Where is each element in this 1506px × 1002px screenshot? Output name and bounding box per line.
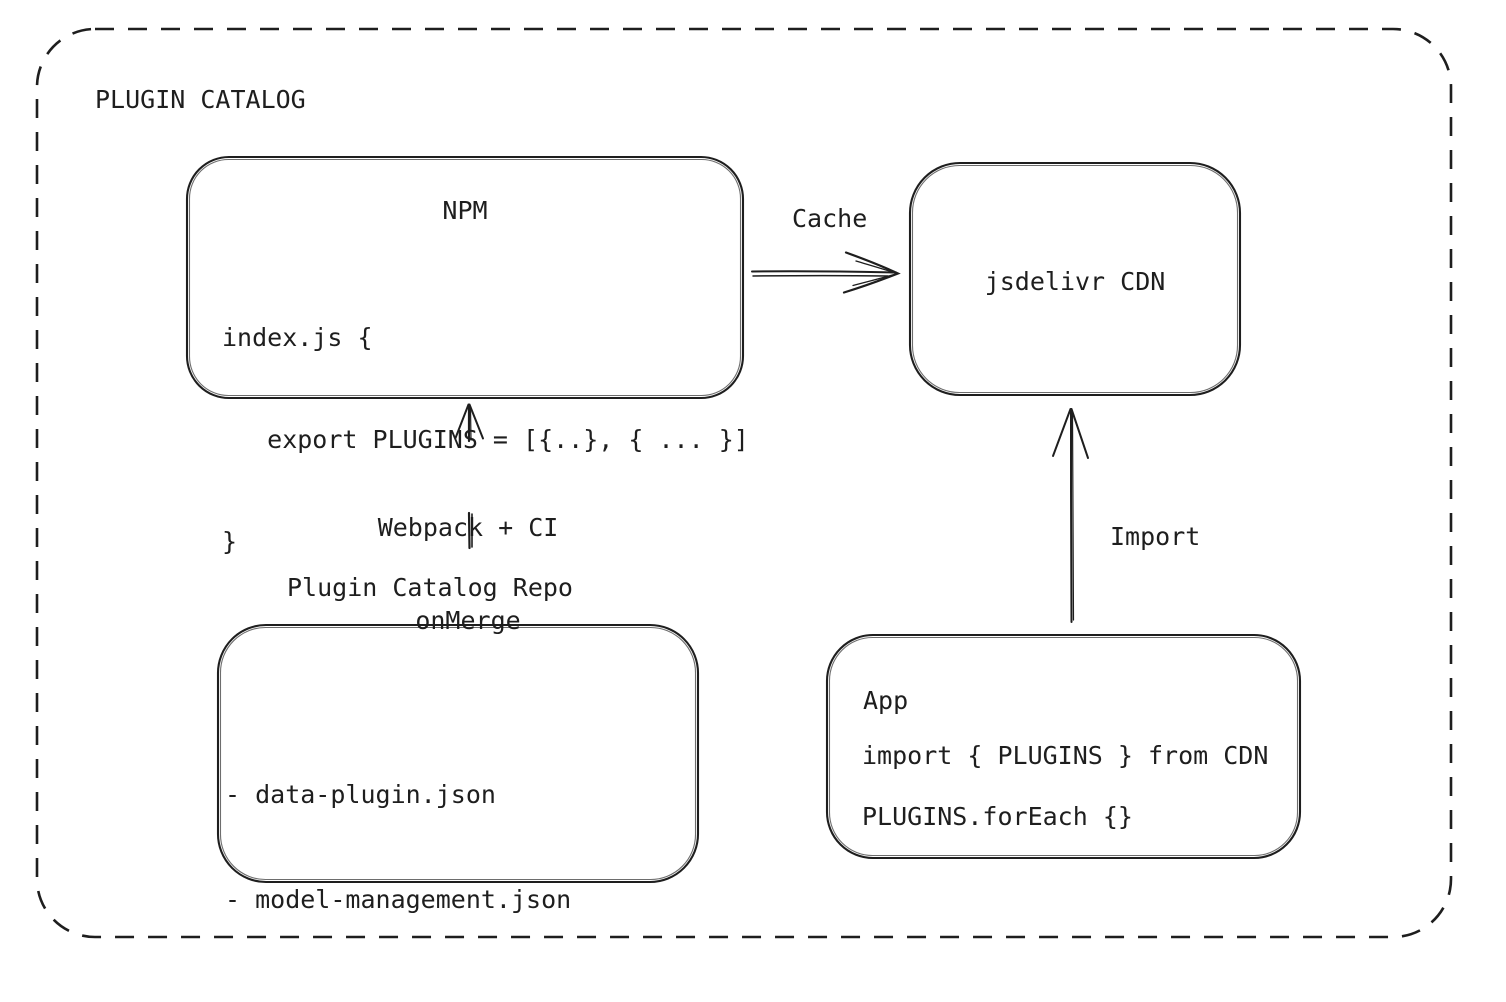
npm-code-line: } (222, 527, 238, 556)
cache-arrow (751, 251, 901, 294)
app-code-line: PLUGINS.forEach {} (862, 802, 1133, 831)
cache-arrow-label: Cache (792, 204, 868, 233)
npm-box-outline-sketch (188, 158, 742, 397)
cdn-node-label: jsdelivr CDN (984, 267, 1166, 296)
build-arrow (454, 403, 484, 550)
build-arrow-label-line1: Webpack + CI (377, 513, 559, 542)
import-arrow (1052, 408, 1089, 623)
repo-file-item: - data-plugin.json (225, 780, 496, 809)
repo-file-item: - model-management.json (225, 885, 572, 914)
app-code-line: import { PLUGINS } from CDN (862, 741, 1269, 770)
repo-box-outline (216, 623, 700, 884)
build-arrow-label-line2: onMerge (415, 606, 521, 635)
app-box-outline (825, 633, 1302, 860)
import-arrow-label: Import (1110, 522, 1201, 551)
app-box-outline-sketch (828, 636, 1299, 857)
repo-file-list: - data-plugin.json - model-management.js… (225, 707, 571, 1002)
app-node-title: App (863, 686, 909, 715)
npm-code-block: index.js { export PLUGINS = [{..}, { ...… (222, 253, 749, 627)
plugin-catalog-boundary (35, 27, 1453, 939)
npm-code-line: export PLUGINS = [{..}, { ... }] (222, 425, 749, 454)
npm-box-outline (185, 155, 745, 400)
npm-code-line: index.js { (222, 323, 373, 352)
repo-file-item: ... (225, 987, 571, 1002)
diagram-title: PLUGIN CATALOG (95, 85, 306, 114)
npm-node-title: NPM (442, 196, 488, 225)
build-arrow-label: Webpack + CI onMerge (328, 450, 608, 698)
repo-node-label: Plugin Catalog Repo (287, 573, 573, 602)
cdn-box-outline (908, 161, 1242, 397)
repo-box-outline-sketch (219, 626, 697, 881)
cdn-box-outline-sketch (911, 164, 1239, 394)
